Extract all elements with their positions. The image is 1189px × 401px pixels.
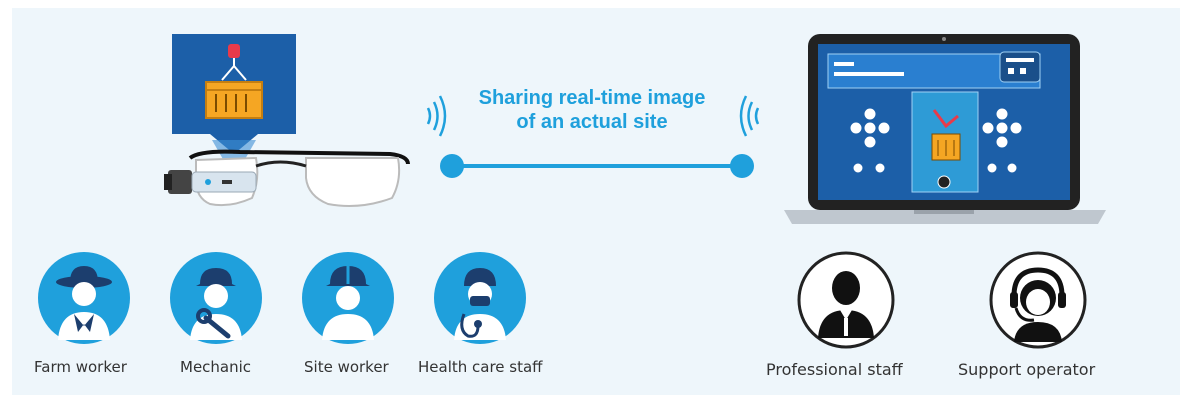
connection-line <box>440 154 754 178</box>
mechanic-label: Mechanic <box>180 358 252 376</box>
cargo-container-icon <box>205 81 263 119</box>
sharing-caption-line2: of an actual site <box>516 111 668 133</box>
smart-glasses-illustration <box>164 34 410 207</box>
farm-worker-icon <box>38 252 130 344</box>
connection-endpoint-right <box>730 154 754 178</box>
connection-endpoint-left <box>440 154 464 178</box>
health-care-staff-icon <box>434 252 526 344</box>
camera-module <box>168 170 192 194</box>
laptop-illustration <box>784 34 1106 224</box>
sharing-caption: Sharing real-time image of an actual sit… <box>452 86 732 134</box>
site-worker-label: Site worker <box>304 358 389 376</box>
right-signal-waves-icon <box>739 95 760 137</box>
professional-staff-icon <box>797 251 895 349</box>
left-signal-waves-icon <box>426 95 447 137</box>
support-operator-icon <box>989 251 1087 349</box>
support-operator-label: Support operator <box>958 360 1096 379</box>
site-worker-icon <box>302 252 394 344</box>
professional-staff-label: Professional staff <box>766 360 903 379</box>
sharing-caption-line1: Sharing real-time image <box>478 87 706 109</box>
farm-worker-label: Farm worker <box>34 358 127 376</box>
mechanic-icon <box>170 252 262 344</box>
crane-hook-icon <box>228 44 240 58</box>
health-care-staff-label: Health care staff <box>418 358 543 376</box>
